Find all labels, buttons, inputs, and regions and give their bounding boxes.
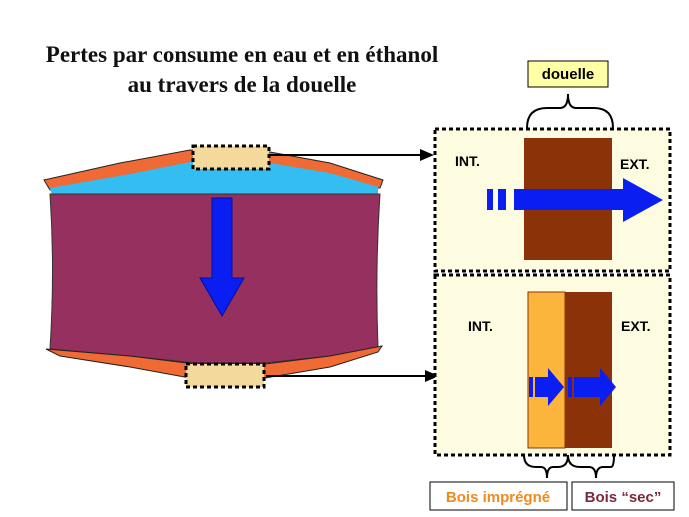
bottom-labels: Bois imprégné Bois “sec” bbox=[429, 481, 675, 511]
title-line-2: au travers de la douelle bbox=[127, 72, 357, 97]
douelle-callout: douelle bbox=[526, 60, 614, 129]
douelle-label: douelle bbox=[542, 66, 595, 83]
arrow-down-icon bbox=[199, 197, 245, 317]
flow-dash bbox=[529, 377, 533, 397]
page-title: Pertes par consume en eau et en éthanol … bbox=[0, 40, 484, 100]
bottom-int-label: INT. bbox=[468, 318, 493, 334]
bottom-stave-highlight bbox=[184, 362, 266, 389]
flow-dash bbox=[498, 189, 506, 210]
arrow-right-icon bbox=[425, 370, 439, 382]
top-int-label: INT. bbox=[455, 153, 480, 169]
flow-dash bbox=[487, 189, 493, 210]
top-stave-highlight bbox=[191, 144, 271, 171]
barrel bbox=[43, 144, 384, 389]
top-ext-label: EXT. bbox=[620, 156, 650, 172]
dry-wood bbox=[565, 292, 612, 448]
douelle-brace bbox=[526, 93, 614, 129]
connector-arrows bbox=[266, 149, 439, 382]
bottom-braces bbox=[523, 454, 615, 479]
impregnated-brace bbox=[523, 454, 569, 479]
impregnated-wood bbox=[527, 291, 566, 449]
flow-dash bbox=[568, 377, 572, 397]
arrow-right-icon bbox=[574, 368, 616, 406]
bois-sec-label: Bois “sec” bbox=[585, 489, 662, 506]
title-line-1: Pertes par consume en eau et en éthanol bbox=[45, 42, 439, 67]
bottom-ext-label: EXT. bbox=[621, 318, 651, 334]
arrow-right-icon bbox=[514, 178, 663, 222]
barrel-headspace bbox=[50, 162, 378, 196]
dry-brace bbox=[567, 454, 615, 479]
top-detail-panel: INT. EXT. bbox=[433, 127, 672, 273]
arrow-right-icon bbox=[535, 368, 564, 406]
arrow-right-icon bbox=[420, 149, 434, 161]
bois-impregne-label: Bois imprégné bbox=[446, 489, 550, 506]
bottom-detail-panel: INT. EXT. bbox=[433, 273, 672, 457]
